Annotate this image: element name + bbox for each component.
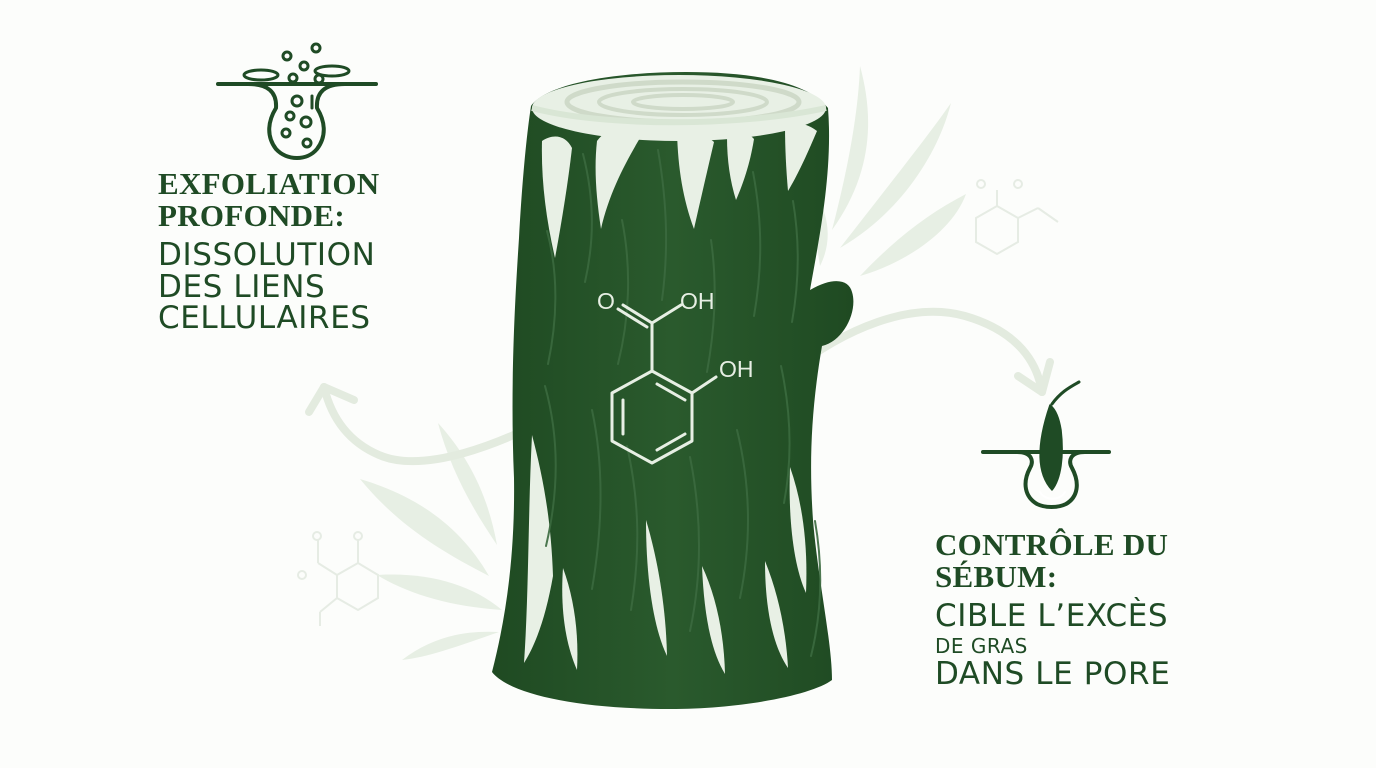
faint-molecule-bottom-left [297, 531, 379, 626]
right-title-line-2: sébum: [935, 558, 1058, 594]
tree-trunk [492, 72, 854, 709]
right-title: Contrôle du sébum: [935, 529, 1168, 592]
faint-molecule-top-right [975, 179, 1059, 256]
right-body-line-3: dans le pore [935, 656, 1171, 692]
right-body-line-1: Cible l’excès [935, 598, 1169, 634]
left-title: Exfoliation Profonde: [158, 168, 379, 231]
left-body: Dissolution des liens cellulaires [158, 237, 376, 337]
pore-exfoliation-icon [216, 42, 378, 160]
right-body-line-2: de gras [935, 634, 1028, 658]
molecule-label-oh-side: OH [719, 356, 754, 382]
left-body-line-1: Dissolution [158, 237, 376, 273]
salicylic-acid-molecule [610, 303, 718, 465]
molecule-label-oh-top: OH [680, 288, 715, 314]
arrow-right [784, 307, 1054, 396]
left-body-line-2: des liens [158, 268, 326, 305]
left-title-line-2: Profonde: [158, 197, 345, 233]
left-title-line-1: Exfoliation [158, 166, 380, 201]
left-body-line-3: cellulaires [158, 300, 371, 337]
arrow-left [305, 383, 568, 466]
molecule-label-o: O [597, 288, 615, 314]
hair-follicle-oil-icon [981, 380, 1111, 509]
right-title-line-1: Contrôle du [935, 527, 1169, 562]
